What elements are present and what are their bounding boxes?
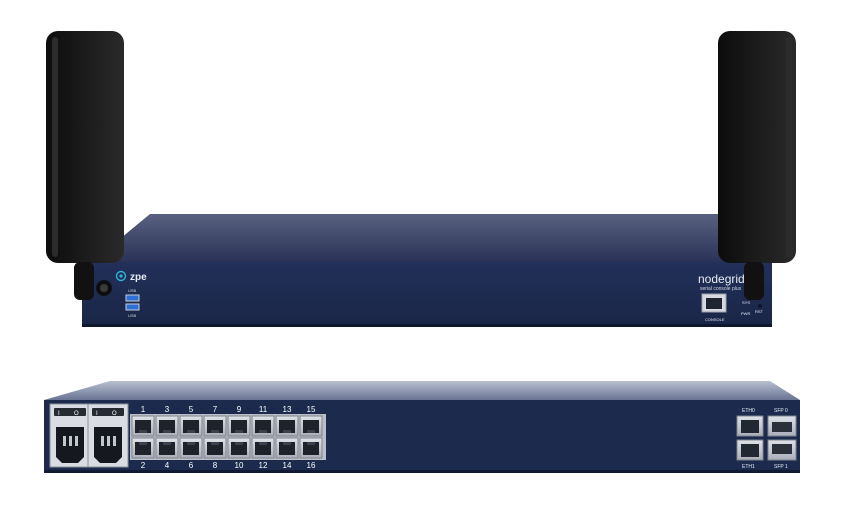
serial-port-5[interactable]	[179, 415, 203, 437]
console-label: CONSOLE	[705, 317, 725, 322]
product-name: nodegrid	[698, 272, 745, 286]
switch-off-1: O	[74, 411, 79, 417]
serial-port-10[interactable]	[227, 437, 251, 459]
front-chassis-face	[82, 262, 772, 326]
power-inlet-2[interactable]: I O	[87, 403, 129, 468]
zpe-logo-icon	[115, 270, 127, 282]
eth1-port[interactable]	[736, 439, 764, 461]
serial-port-8[interactable]	[203, 437, 227, 459]
switch-on-1: I	[58, 411, 60, 417]
eth0-label: ETH0	[742, 408, 755, 414]
serial-port-16[interactable]	[299, 437, 323, 459]
rear-chassis-top	[44, 381, 800, 400]
port-number-1: 1	[141, 405, 146, 414]
brand-text: zpe	[130, 272, 147, 283]
port-number-8: 8	[213, 461, 218, 470]
product-subtitle: serial console plus	[700, 286, 742, 292]
serial-port-4[interactable]	[155, 437, 179, 459]
port-number-11: 11	[259, 405, 268, 414]
serial-port-11[interactable]	[251, 415, 275, 437]
serial-port-13[interactable]	[275, 415, 299, 437]
serial-port-6[interactable]	[179, 437, 203, 459]
front-unit: zpe USB USB nodegrid serial console plus…	[46, 31, 796, 327]
sfp0-port[interactable]	[767, 415, 797, 437]
port-number-6: 6	[189, 461, 194, 470]
port-number-9: 9	[237, 405, 242, 414]
pwr-label: PWR	[741, 311, 750, 316]
switch-off-2: O	[112, 411, 117, 417]
serial-port-14[interactable]	[275, 437, 299, 459]
serial-port-3[interactable]	[155, 415, 179, 437]
port-number-7: 7	[213, 405, 218, 414]
sys-label: SYS	[742, 300, 750, 305]
port-number-5: 5	[189, 405, 194, 414]
usb-bottom-label: USB	[128, 313, 137, 318]
left-antenna	[46, 31, 124, 300]
reset-button[interactable]	[758, 304, 762, 308]
sfp1-label: SFP 1	[774, 464, 788, 470]
serial-port-12[interactable]	[251, 437, 275, 459]
usb-port-2[interactable]	[125, 303, 140, 311]
usb-top-label: USB	[128, 288, 137, 293]
rst-label: RST	[755, 309, 764, 314]
port-number-15: 15	[307, 405, 316, 414]
right-antenna	[718, 31, 796, 300]
serial-port-9[interactable]	[227, 415, 251, 437]
usb-port-1[interactable]	[125, 294, 140, 302]
eth1-label: ETH1	[742, 464, 755, 470]
port-number-14: 14	[283, 461, 292, 470]
port-number-2: 2	[141, 461, 146, 470]
switch-on-2: I	[96, 411, 98, 417]
serial-port-2[interactable]	[131, 437, 155, 459]
port-number-12: 12	[259, 461, 268, 470]
serial-port-1[interactable]	[131, 415, 155, 437]
port-number-16: 16	[307, 461, 316, 470]
port-number-3: 3	[165, 405, 170, 414]
sfp0-label: SFP 0	[774, 408, 788, 414]
sfp1-port[interactable]	[767, 439, 797, 461]
front-chassis-top	[92, 214, 768, 262]
port-number-13: 13	[283, 405, 292, 414]
serial-port-block	[130, 414, 326, 460]
eth0-port[interactable]	[736, 415, 764, 437]
power-inlet-1[interactable]: I O	[49, 403, 91, 468]
serial-port-15[interactable]	[299, 415, 323, 437]
port-number-10: 10	[235, 461, 244, 470]
port-number-4: 4	[165, 461, 170, 470]
serial-port-7[interactable]	[203, 415, 227, 437]
